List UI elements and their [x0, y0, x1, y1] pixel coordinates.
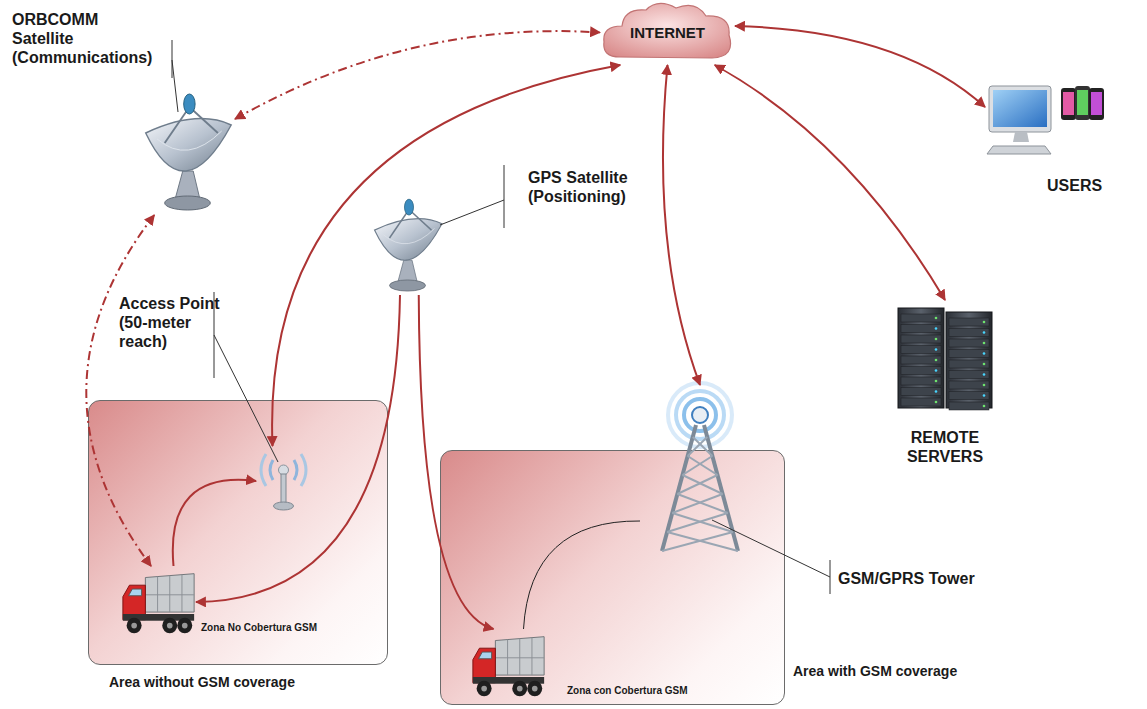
- connector: [235, 31, 600, 119]
- node-label: Access Point (50-meter reach): [119, 294, 224, 352]
- user-devices-icon: [985, 80, 1110, 170]
- users-node: USERS: [985, 80, 1110, 170]
- truck-icon: [121, 566, 196, 638]
- node-label: GPS Satellite (Positioning): [528, 168, 640, 206]
- node-label: REMOTE SERVERS: [890, 428, 1000, 466]
- node-label: Zona No Cobertura GSM: [201, 622, 381, 634]
- connector: [663, 65, 700, 385]
- node-label: Zona con Cobertura GSM: [567, 685, 747, 697]
- cloud-node: INTERNET: [600, 0, 735, 65]
- connector: [173, 480, 256, 566]
- connector: [735, 26, 985, 107]
- satellite-dish-icon: [140, 95, 235, 215]
- cell-tower-icon: [640, 385, 760, 555]
- leader-lines: [172, 40, 830, 594]
- coverage-area: Area with GSM coverageZona con Cobertura…: [440, 450, 785, 705]
- access-point-icon: [256, 446, 311, 516]
- node-label: Area without GSM coverage: [109, 674, 389, 691]
- connector: [419, 295, 494, 629]
- node-label: GSM/GPRS Tower: [838, 569, 998, 588]
- satellite-dish-icon: [370, 200, 445, 295]
- satellite-node: ORBCOMM Satellite (Communications): [140, 95, 235, 215]
- connector: [196, 295, 400, 602]
- truck-node: Zona No Cobertura GSM: [121, 566, 196, 638]
- node-label: ORBCOMM Satellite (Communications): [12, 10, 132, 68]
- coverage-area: Area without GSM coverageAccess Point (5…: [88, 400, 388, 665]
- connector: [715, 65, 945, 300]
- tower-node: GSM/GPRS Tower: [640, 385, 760, 555]
- truck-icon: [471, 629, 546, 701]
- node-label: USERS: [1047, 176, 1117, 195]
- connector: [524, 521, 641, 629]
- server-node: REMOTE SERVERS: [880, 300, 1010, 420]
- satellite-node: GPS Satellite (Positioning): [370, 200, 445, 295]
- connector: [86, 215, 154, 566]
- access-point-node: Access Point (50-meter reach): [256, 446, 311, 516]
- node-label: Area with GSM coverage: [793, 663, 993, 680]
- node-label: INTERNET: [600, 24, 735, 42]
- connector: [272, 65, 620, 446]
- truck-node: Zona con Cobertura GSM: [471, 629, 546, 701]
- server-rack-icon: [880, 300, 1010, 420]
